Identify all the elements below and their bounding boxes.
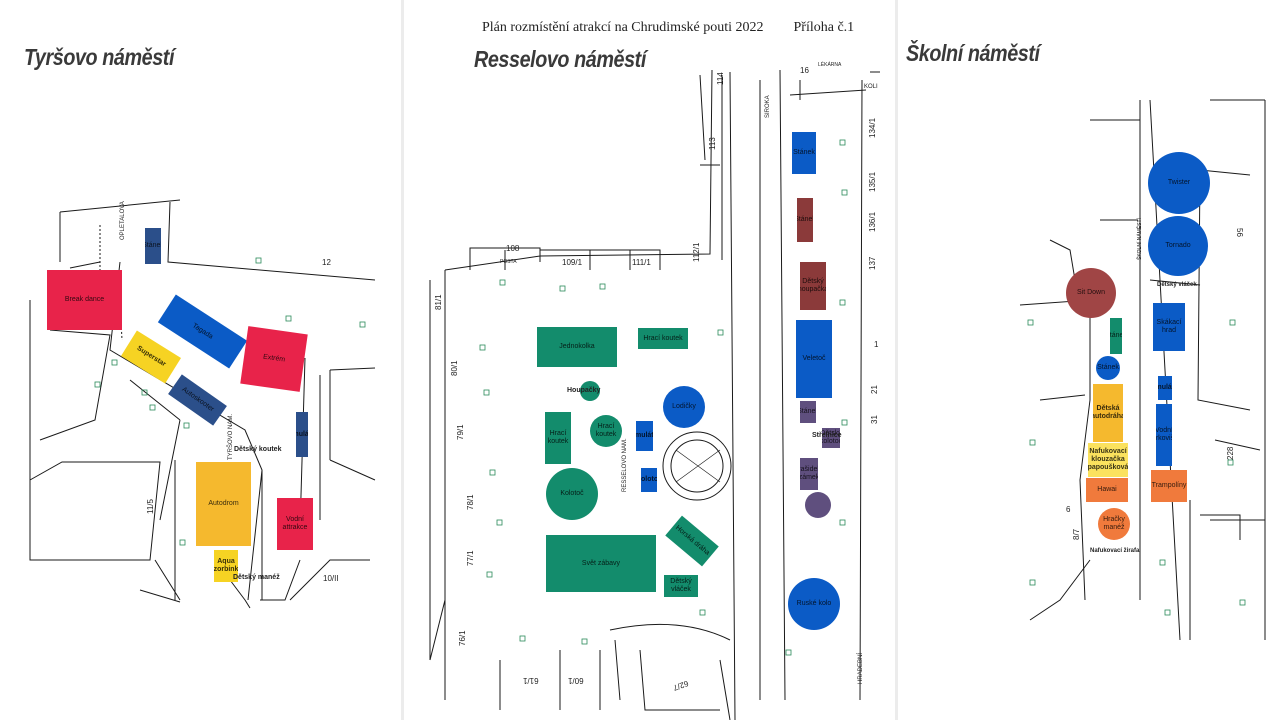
- parcel-number: 114: [716, 72, 725, 85]
- attraction-maroon: Stánek: [797, 198, 813, 242]
- parcel-number: 61/1: [523, 676, 539, 685]
- attraction-navy: Stánek: [145, 228, 161, 264]
- map-sheet-right: [898, 0, 1280, 720]
- parcel-number: 21: [870, 385, 879, 394]
- square-title-skolni: Školní náměstí: [906, 40, 1040, 66]
- attraction-label: Dětský vláček: [1157, 282, 1197, 288]
- attraction-blue: Ruské kolo: [788, 578, 840, 630]
- attraction-purple: Dětský kolotoč: [822, 428, 840, 448]
- attraction-blue: Stánek: [792, 132, 816, 174]
- attraction-label: Střelnice: [812, 432, 842, 439]
- attraction-yellow: Aqua zorbink: [214, 550, 238, 582]
- attraction-blue: Twister: [1148, 152, 1210, 214]
- parcel-number: 79/1: [456, 424, 465, 440]
- parcel-number: 135/1: [868, 171, 877, 192]
- attraction-green: Hrací koutek: [590, 415, 622, 447]
- attraction-orange-yellow: Autodrom: [196, 462, 251, 546]
- parcel-number: 11/5: [146, 499, 155, 514]
- street-label: ŠKOLNÍ NÁMĚSTÍ: [1137, 218, 1143, 260]
- attraction-blue: Tornado: [1148, 216, 1208, 276]
- street-label: TYRŠOVO NAM.: [228, 413, 234, 460]
- parcel-number: 109/1: [562, 258, 583, 267]
- attraction-green: Hrací koutek: [545, 412, 571, 464]
- attraction-light-yellow: Nafukovací klouzačka papoušková: [1088, 443, 1128, 477]
- attraction-green: Stánek: [1110, 318, 1122, 354]
- attraction-orange: Trampolíny: [1151, 470, 1187, 502]
- document-header: Plán rozmístění atrakcí na Chrudimské po…: [482, 20, 854, 36]
- sheet-divider: [401, 0, 404, 720]
- attraction-green: [580, 381, 600, 401]
- parcel-number: 6: [1066, 505, 1071, 514]
- parcel-number: 76/1: [458, 630, 467, 646]
- attraction-green: Jednokolka: [537, 327, 617, 367]
- attraction-label: Dětský koutek: [234, 446, 282, 453]
- parcel-number: 60/1: [568, 676, 584, 685]
- square-title-resselovo: Resselovo náměstí: [474, 46, 646, 72]
- parcel-number: 108: [506, 244, 520, 253]
- street-label: HRADEBNÍ: [858, 652, 864, 684]
- attraction-blue: Lodičky: [663, 386, 705, 428]
- attraction-blue: Kolotoč: [641, 468, 657, 492]
- street-label: SIROKA: [765, 95, 771, 118]
- parcel-number: 228: [1226, 446, 1235, 460]
- attraction-red: Extrém: [240, 326, 308, 392]
- parcel-number: 56: [1235, 228, 1244, 237]
- attraction-blue: Veletoč: [796, 320, 832, 398]
- attraction-green: Svět zábavy: [546, 535, 656, 592]
- attraction-blue: Skákací hrad: [1153, 303, 1185, 351]
- parcel-number: 136/1: [868, 211, 877, 232]
- attraction-red: Vodní attrakce: [277, 498, 313, 550]
- attraction-maroon: Sit Down: [1066, 268, 1116, 318]
- attraction-orange: Hawai: [1086, 478, 1128, 502]
- attraction-green: Hrací koutek: [638, 328, 688, 349]
- street-label: RESSELOVO NAM.: [622, 438, 628, 492]
- attraction-purple: Stánek: [800, 401, 816, 423]
- attraction-label: Houpačky: [567, 387, 601, 394]
- attraction-green: Dětský vláček: [664, 575, 698, 597]
- attraction-purple: Strašidelný zámek: [800, 458, 818, 490]
- parcel-number: 16: [800, 66, 809, 75]
- parcel-number: 1: [874, 340, 879, 349]
- map-sheet-left: [0, 0, 400, 720]
- parcel-number: 111/1: [632, 258, 651, 267]
- parcel-number: 12: [322, 258, 331, 267]
- parcel-number: 134/1: [868, 117, 877, 138]
- attraction-blue: Simulátor: [1158, 376, 1172, 400]
- parcel-number: 80/1: [450, 360, 459, 376]
- appendix-label: Příloha č.1: [793, 20, 855, 35]
- parcel-number: 10/II: [323, 574, 339, 583]
- sheet-divider: [895, 0, 898, 720]
- parcel-number: 31: [870, 415, 879, 424]
- parcel-number: 78/1: [466, 494, 475, 510]
- street-label: OPLETALOVA: [120, 201, 126, 240]
- attraction-green: Kolotoč: [546, 468, 598, 520]
- document-title: Plán rozmístění atrakcí na Chrudimské po…: [482, 20, 764, 35]
- square-title-tyrsovo: Tyršovo náměstí: [24, 44, 175, 70]
- attraction-blue: Vodní parkoviště: [1156, 404, 1172, 466]
- attraction-orange-yellow: Dětská autodráha: [1093, 384, 1123, 442]
- attraction-blue: Stánek: [1096, 356, 1120, 380]
- street-label: KOLI: [864, 84, 878, 90]
- street-label: LÉKÁRNA: [818, 62, 842, 68]
- attraction-purple: [805, 492, 831, 518]
- attraction-label: Nafukovací žirafa: [1090, 548, 1140, 554]
- attraction-label: Dětský manéž: [233, 574, 280, 581]
- parcel-number: POSTA: [500, 259, 517, 265]
- attraction-blue: Simulátor: [636, 421, 653, 451]
- parcel-number: 8/7: [1072, 528, 1081, 540]
- parcel-number: 77/1: [466, 550, 475, 566]
- attraction-maroon: Dětský houpačka: [800, 262, 826, 310]
- attraction-orange: Hračky manéž: [1098, 508, 1130, 540]
- parcel-number: 81/1: [434, 294, 443, 310]
- parcel-number: 112/1: [692, 242, 701, 262]
- attraction-red: Break dance: [47, 270, 122, 330]
- parcel-number: 113: [708, 137, 717, 150]
- attraction-navy: Simulátor: [296, 412, 308, 457]
- parcel-number: 137: [868, 256, 877, 270]
